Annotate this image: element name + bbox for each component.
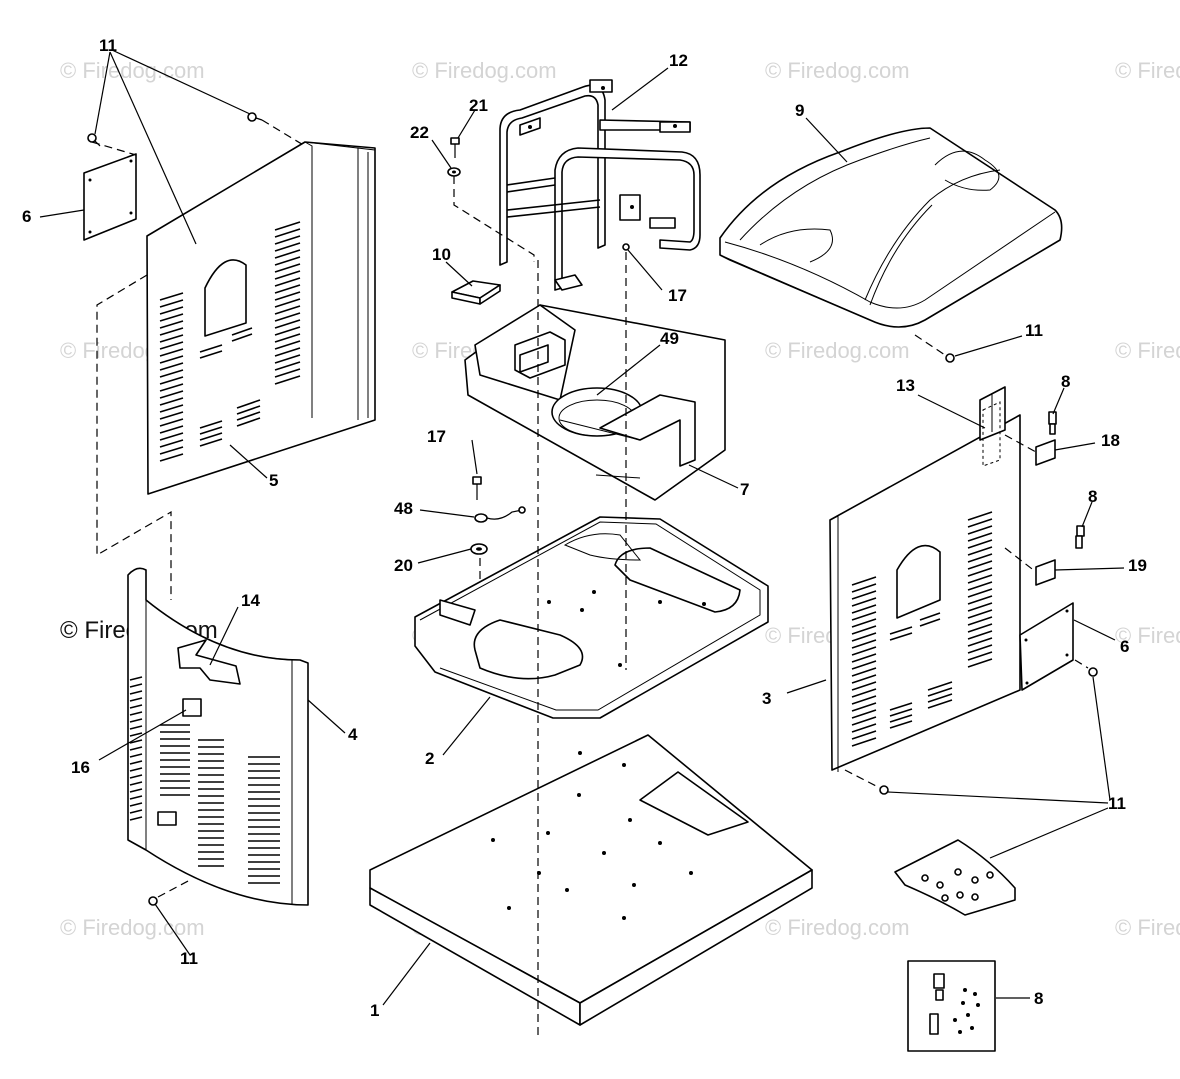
- callout-1: 1: [370, 1001, 379, 1020]
- part-6-left-plate: [83, 153, 137, 241]
- watermark: © Firedog.com: [765, 58, 910, 83]
- callout-4: 4: [348, 725, 358, 744]
- watermark: © Firedog.com: [765, 338, 910, 363]
- callout-labels: 11 6 22 21 12 9 10 17 11 49 8 13 18 5 17…: [22, 36, 1147, 1020]
- part-2-base-tray: [414, 516, 769, 719]
- bolt-icon: [450, 137, 460, 158]
- part-19-label: [1035, 559, 1056, 586]
- watermark: © Firedog.com: [412, 58, 557, 83]
- part-1-base-plate: [369, 734, 813, 1026]
- screw-icon: [1088, 667, 1098, 677]
- vent-grille: [159, 221, 301, 462]
- callout-12: 12: [669, 51, 688, 70]
- callout-10: 10: [432, 245, 451, 264]
- wire-harness-icon: [474, 506, 526, 523]
- connector-icon: [1048, 411, 1057, 435]
- watermark: © Firedog.com: [765, 915, 910, 940]
- vent-grille: [851, 511, 993, 747]
- screw-icon: [148, 896, 158, 906]
- callout-48: 48: [394, 499, 413, 518]
- callout-16: 16: [71, 758, 90, 777]
- watermark: © Firedog.com: [1115, 915, 1180, 940]
- washer-icon: [470, 543, 488, 555]
- callout-7: 7: [740, 480, 749, 499]
- watermark: © Firedog.com: [1115, 338, 1180, 363]
- part-3-right-side-panel: [829, 386, 1021, 772]
- callout-11: 11: [99, 36, 117, 55]
- callout-6: 6: [1120, 637, 1129, 656]
- vent-grille: [129, 676, 280, 884]
- callout-11: 11: [1025, 321, 1043, 340]
- callout-17: 17: [427, 427, 446, 446]
- screw-icon: [879, 785, 889, 795]
- part-12-handle-frame: [499, 79, 701, 291]
- screw-icon: [87, 133, 101, 147]
- callout-8: 8: [1034, 989, 1043, 1008]
- part-7-control-box: [464, 304, 726, 501]
- bolt-icon: [472, 476, 482, 500]
- part-4-front-panel: [127, 567, 309, 906]
- callout-20: 20: [394, 556, 413, 575]
- part-9-top-cover: [719, 127, 1063, 328]
- part-6-right-plate: [1019, 602, 1074, 691]
- part-8-kit-box: [907, 960, 996, 1052]
- callout-8: 8: [1061, 372, 1070, 391]
- part-18-label: [1035, 439, 1056, 466]
- watermark: © Firedog.com: [1115, 623, 1180, 648]
- callout-14: 14: [241, 591, 260, 610]
- watermark: © Firedog.com: [60, 58, 205, 83]
- screw-icon: [945, 353, 955, 363]
- callout-18: 18: [1101, 431, 1120, 450]
- screw-icon: [247, 112, 263, 122]
- hardware-bag-icon: [894, 839, 1016, 916]
- callout-11: 11: [180, 949, 198, 968]
- callout-19: 19: [1128, 556, 1147, 575]
- callout-6: 6: [22, 207, 31, 226]
- leader-lines: [39, 49, 1125, 1006]
- part-10-switch: [451, 280, 501, 305]
- callout-5: 5: [269, 471, 278, 490]
- callout-8: 8: [1088, 487, 1097, 506]
- callout-3: 3: [762, 689, 771, 708]
- callout-13: 13: [896, 376, 915, 395]
- watermark: © Firedog.com: [1115, 58, 1180, 83]
- callout-9: 9: [795, 101, 804, 120]
- callout-11: 11: [1108, 794, 1126, 813]
- washer-icon: [447, 167, 461, 177]
- part-5-left-side-panel: [146, 141, 376, 495]
- callout-49: 49: [660, 329, 679, 348]
- callout-21: 21: [469, 96, 488, 115]
- watermark: © Firedog.com: [60, 915, 205, 940]
- connector-icon: [1075, 525, 1085, 549]
- callout-22: 22: [410, 123, 429, 142]
- callout-2: 2: [425, 749, 434, 768]
- callout-17: 17: [668, 286, 687, 305]
- screw-icon: [622, 243, 630, 251]
